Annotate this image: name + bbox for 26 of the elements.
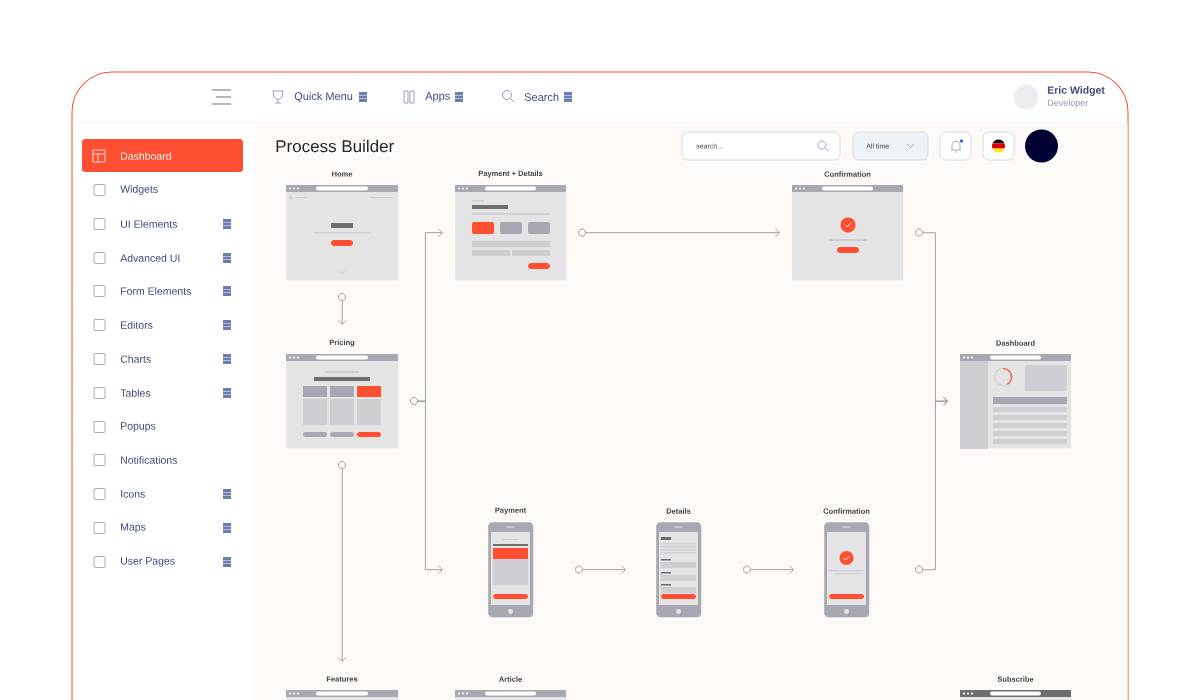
- page-title: Process Builder: [276, 139, 394, 153]
- connector-arrow: [582, 565, 626, 575]
- menu-link: Apps: [425, 92, 450, 102]
- menu-item: Editors: [121, 321, 153, 329]
- active-menu-item: Dashboard: [82, 139, 243, 172]
- menu-item: Charts: [120, 355, 151, 363]
- connector-arrow: [585, 228, 780, 238]
- menu-item: Icons: [121, 490, 145, 498]
- menu-item: Maps: [121, 523, 146, 533]
- menu-item: Widgets: [120, 185, 158, 195]
- menu-item: Notifications: [121, 456, 177, 464]
- connector-arrow: [337, 300, 347, 325]
- menu-item: Popups: [121, 422, 156, 432]
- menu-item: Form Elements: [121, 287, 191, 295]
- connector-arrow: [922, 396, 948, 571]
- menu-item: UI Elements: [121, 220, 177, 228]
- user-name: Eric Widget: [1047, 86, 1105, 96]
- menu-item: User Pages: [121, 557, 175, 567]
- menu-item: Advanced UI: [120, 254, 180, 262]
- connector-arrow: [750, 565, 794, 575]
- menu-link: Search: [524, 92, 559, 102]
- menu-item: Tables: [120, 389, 151, 397]
- connector-arrow: [417, 400, 443, 575]
- user-role: Developer: [1047, 99, 1089, 108]
- menu-link: Quick Menu: [294, 91, 353, 102]
- connector-arrow: [337, 468, 347, 662]
